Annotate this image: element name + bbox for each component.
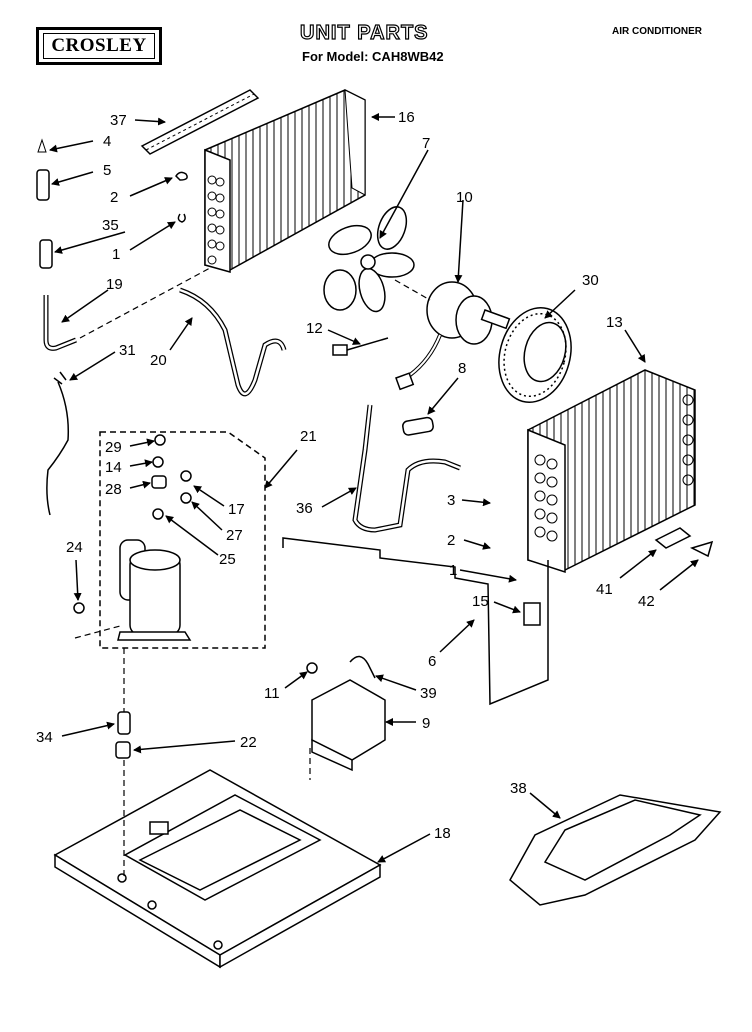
callout-6: 6 [428,653,436,670]
callout-11: 11 [264,685,280,702]
callout-36: 36 [296,500,313,517]
compressor-part [73,434,192,641]
spring-clips [175,171,188,223]
callout-14: 14 [105,459,122,476]
callout-1b: 1 [449,562,457,579]
callout-38: 38 [510,780,527,797]
callout-4: 4 [103,133,111,150]
connection-lines [74,267,431,880]
grommet-parts [115,711,131,759]
callout-5: 5 [103,162,111,179]
product-category: AIR CONDITIONER [612,26,702,37]
callout-13: 13 [606,314,623,331]
suction-tube-part [352,404,461,533]
condenser-coil-part [204,89,366,273]
capacitor-part [402,416,434,436]
callout-16: 16 [398,109,415,126]
wiring-outline [282,537,549,706]
cable-tie-part [332,337,389,356]
callout-22: 22 [240,734,257,751]
callout-24: 24 [66,539,83,556]
callout-41: 41 [596,581,613,598]
mount-bracket-part [306,655,386,772]
callout-30: 30 [582,272,599,289]
probe-part [36,138,77,351]
base-pan-part [53,769,382,969]
callout-1a: 1 [112,246,120,263]
callout-15: 15 [472,593,489,610]
foam-strip-part [140,89,260,155]
callout-10: 10 [456,189,473,206]
model-line: For Model: CAH8WB42 [302,49,444,64]
leader-lines [49,113,699,863]
callout-8: 8 [458,360,466,377]
wire-harness-part [46,371,70,516]
compressor-assembly-box [99,431,266,649]
callout-9: 9 [422,715,430,732]
label-plate-part [523,602,541,626]
callout-34: 34 [36,729,53,746]
brand-name: CROSLEY [51,35,147,56]
callout-2b: 2 [447,532,455,549]
callout-25: 25 [219,551,236,568]
bracket-parts [654,527,714,558]
callout-3: 3 [447,492,455,509]
fan-motor-part [395,281,511,391]
callout-42: 42 [638,593,655,610]
callout-20: 20 [150,352,167,369]
callout-35: 35 [102,217,119,234]
callout-39: 39 [420,685,437,702]
brand-logo: CROSLEY [36,27,162,65]
callout-28: 28 [105,481,122,498]
blower-wheel-part [498,307,572,403]
callout-31: 31 [119,342,136,359]
callout-17: 17 [228,501,245,518]
callout-19: 19 [106,276,123,293]
callout-21: 21 [300,428,317,445]
evaporator-coil-part [527,369,696,574]
callout-18: 18 [434,825,451,842]
callout-27: 27 [226,527,243,544]
callout-37: 37 [110,112,127,129]
callout-29: 29 [105,439,122,456]
drain-pan-part [509,794,722,906]
tubing-part [179,287,287,397]
fan-blade-part [323,206,415,313]
callout-numbers: 37 16 4 5 2 35 1 7 10 19 30 13 12 20 31 … [36,109,655,842]
callout-12: 12 [306,320,323,337]
diagram-title: UNIT PARTS [299,21,429,44]
callout-7: 7 [422,135,430,152]
callout-2a: 2 [110,189,118,206]
